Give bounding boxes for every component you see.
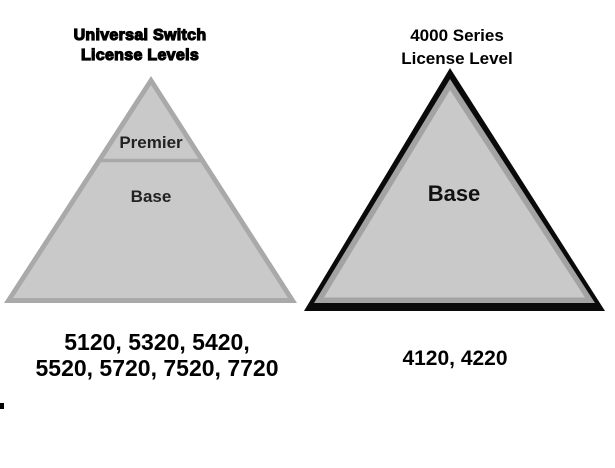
left-model-list: 5120, 5320, 5420, 5520, 5720, 7520, 7720 [7, 329, 307, 381]
left-pyramid-fill [13, 85, 288, 298]
left-models-line2: 5520, 5720, 7520, 7720 [35, 355, 279, 381]
left-models-line1: 5120, 5320, 5420, [64, 329, 250, 355]
left-title-line2: License Levels [80, 46, 200, 64]
left-title-line1: Universal Switch [73, 26, 207, 44]
right-tier-base: Base [427, 181, 481, 206]
page-edge-mark [0, 403, 4, 409]
right-title-line2: License Level [401, 49, 513, 68]
left-tier-base: Base [130, 187, 172, 206]
right-model-list: 4120, 4220 [402, 347, 508, 370]
left-tier-premier: Premier [119, 133, 183, 152]
right-diagram-title: 4000 Series License Level [337, 24, 577, 70]
left-diagram-title: Universal Switch License Levels [20, 26, 260, 66]
right-pyramid-fill [324, 90, 585, 298]
right-title-line1: 4000 Series [410, 26, 504, 45]
